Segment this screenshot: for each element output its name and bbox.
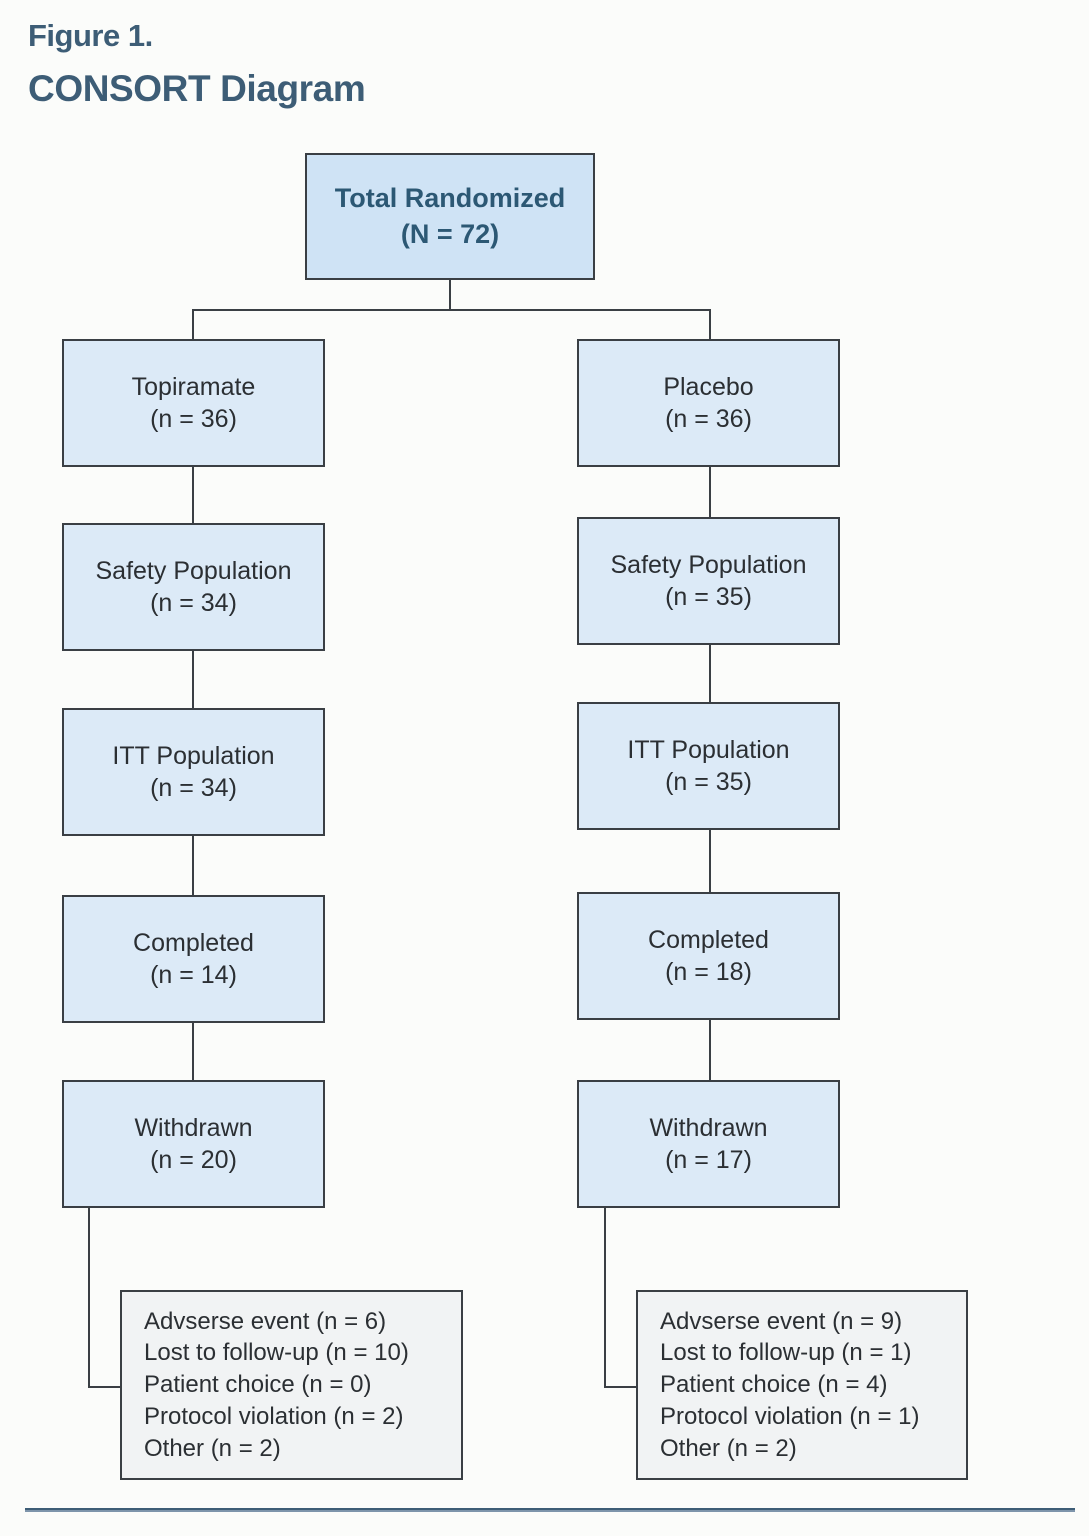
page-title: CONSORT Diagram: [28, 68, 366, 109]
node-topiramate: Topiramate (n = 36): [62, 339, 325, 467]
figure-label: Figure 1.: [28, 18, 153, 53]
node-placebo-safety-population: Safety Population (n = 35): [577, 517, 840, 645]
connector-root-to-placebo: [709, 309, 711, 339]
node-line-2: (n = 18): [665, 958, 752, 986]
reason-line: Patient choice (n = 0): [144, 1371, 372, 1399]
connector-safety-to-itt: [709, 645, 711, 702]
node-line-2: (n = 17): [665, 1146, 752, 1174]
connector-withdrawn-elbow-down-left: [88, 1208, 90, 1387]
node-line-1: ITT Population: [112, 741, 275, 770]
node-total-randomized: Total Randomized (N = 72): [305, 153, 595, 280]
connector-root-to-topiramate: [192, 309, 194, 339]
connector-itt-to-completed: [709, 830, 711, 892]
node-placebo-withdrawal-reasons: Advserse event (n = 9) Lost to follow-up…: [636, 1290, 968, 1480]
node-line-1: ITT Population: [627, 735, 790, 764]
node-line-1: Completed: [648, 925, 769, 954]
reason-line: Advserse event (n = 9): [660, 1307, 903, 1335]
node-line-1: Topiramate: [131, 372, 256, 401]
node-topiramate-completed: Completed (n = 14): [62, 895, 325, 1023]
reason-line: Patient choice (n = 4): [660, 1371, 888, 1399]
node-line-2: (n = 35): [665, 583, 752, 611]
node-line-2: (n = 14): [150, 961, 237, 989]
connector-withdrawn-elbow-down-right: [604, 1208, 606, 1387]
node-line-1: Safety Population: [95, 556, 292, 585]
connector-completed-to-withdrawn: [192, 1023, 194, 1080]
node-line-2: (n = 36): [665, 405, 752, 433]
reason-line: Other (n = 2): [660, 1434, 797, 1462]
reason-line: Lost to follow-up (n = 10): [144, 1339, 409, 1367]
node-line-1: Safety Population: [610, 550, 807, 579]
node-line-1: Completed: [133, 928, 254, 957]
node-line-1: Total Randomized: [334, 183, 566, 214]
node-topiramate-itt-population: ITT Population (n = 34): [62, 708, 325, 836]
node-topiramate-safety-population: Safety Population (n = 34): [62, 523, 325, 651]
reason-line: Protocol violation (n = 2): [144, 1402, 404, 1430]
connector-withdrawn-elbow-right-right: [604, 1386, 636, 1388]
node-line-1: Withdrawn: [649, 1113, 768, 1142]
node-topiramate-withdrawn: Withdrawn (n = 20): [62, 1080, 325, 1208]
connector-root-stem: [449, 280, 451, 310]
reason-line: Lost to follow-up (n = 1): [660, 1339, 912, 1367]
connector-withdrawn-elbow-right-left: [88, 1386, 120, 1388]
node-line-2: (n = 34): [150, 589, 237, 617]
node-line-2: (N = 72): [400, 218, 500, 249]
node-placebo-itt-population: ITT Population (n = 35): [577, 702, 840, 830]
connector-placebo-to-safety: [709, 467, 711, 517]
footer-divider: [25, 1508, 1075, 1512]
connector-root-split: [192, 309, 711, 311]
node-line-2: (n = 36): [150, 405, 237, 433]
reason-line: Advserse event (n = 6): [144, 1307, 387, 1335]
node-placebo-withdrawn: Withdrawn (n = 17): [577, 1080, 840, 1208]
reason-line: Other (n = 2): [144, 1434, 281, 1462]
connector-topiramate-to-safety: [192, 467, 194, 523]
node-line-2: (n = 34): [150, 774, 237, 802]
node-line-2: (n = 35): [665, 768, 752, 796]
node-line-1: Withdrawn: [134, 1113, 253, 1142]
connector-itt-to-completed: [192, 836, 194, 895]
node-placebo-completed: Completed (n = 18): [577, 892, 840, 1020]
node-topiramate-withdrawal-reasons: Advserse event (n = 6) Lost to follow-up…: [120, 1290, 463, 1480]
connector-safety-to-itt: [192, 651, 194, 708]
connector-completed-to-withdrawn: [709, 1020, 711, 1080]
node-line-1: Placebo: [663, 372, 754, 401]
node-line-2: (n = 20): [150, 1146, 237, 1174]
reason-line: Protocol violation (n = 1): [660, 1402, 920, 1430]
node-placebo: Placebo (n = 36): [577, 339, 840, 467]
